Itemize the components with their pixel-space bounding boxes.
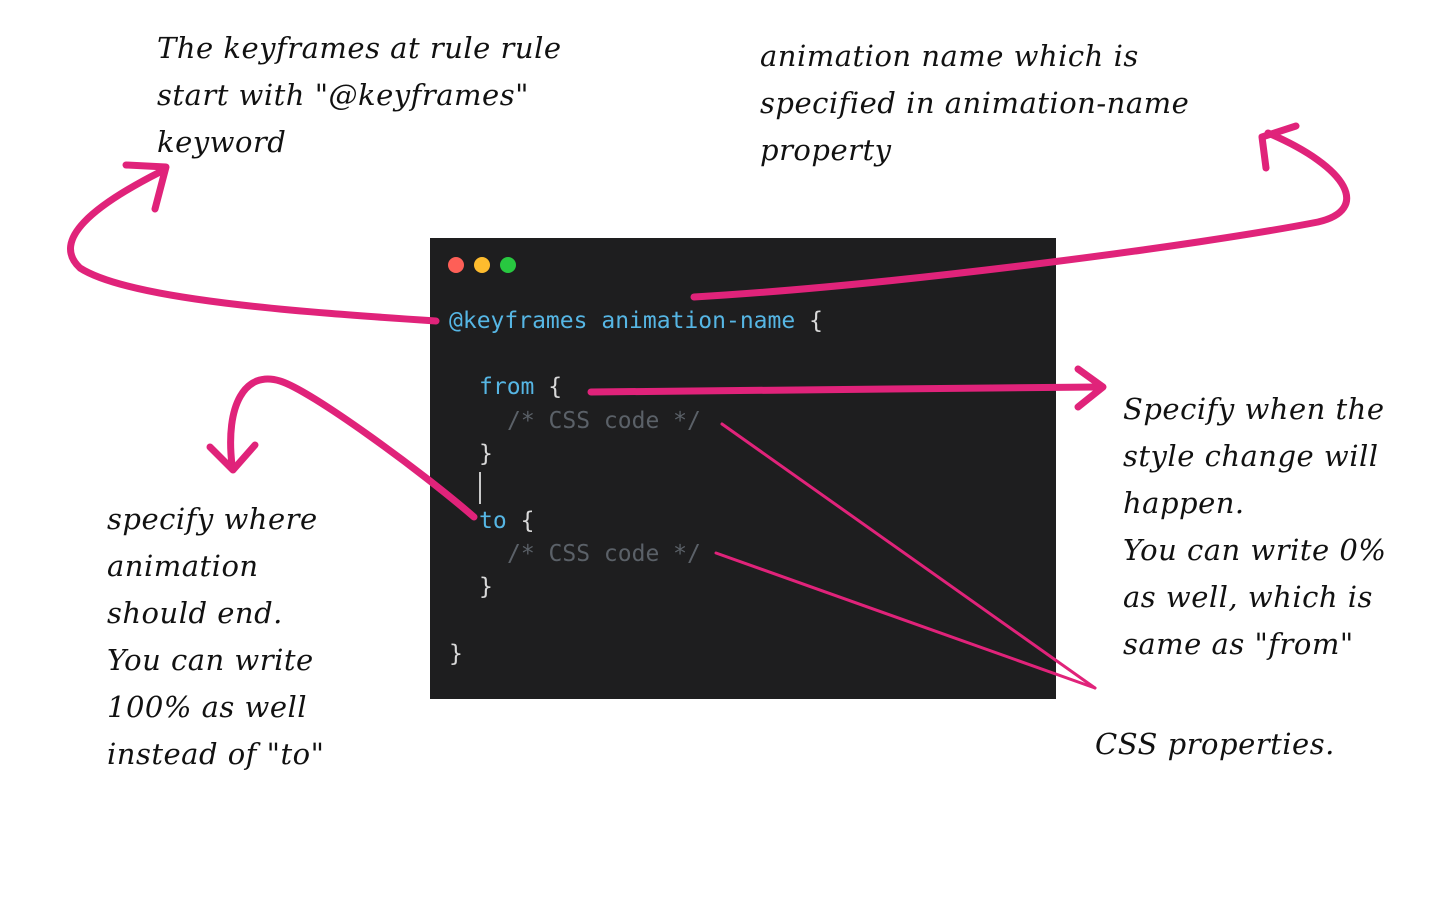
code-close-brace: }: [449, 641, 463, 667]
note-line: animation: [107, 549, 259, 583]
note-line: same as "from": [1123, 627, 1354, 661]
note-line: CSS properties.: [1095, 727, 1335, 761]
code-at-rule: @keyframes: [449, 308, 588, 334]
arrow-keyframes-to-note: [67, 168, 440, 325]
note-line: animation name which is: [760, 39, 1139, 73]
minimize-window-dot-icon: [474, 257, 490, 273]
note-line: as well, which is: [1123, 580, 1373, 614]
code-window: @keyframes animation-name { from { /* CS…: [430, 238, 1056, 699]
code-open-brace: {: [809, 308, 823, 334]
note-line: should end.: [107, 596, 283, 630]
code-close-brace: }: [479, 574, 493, 600]
arrowhead-icon: [206, 441, 259, 474]
note-animation-name: animation name which is specified in ani…: [760, 33, 1189, 174]
note-line: You can write: [107, 643, 314, 677]
note-line: specified in animation-name: [760, 86, 1190, 120]
note-line: start with "@keyframes": [157, 78, 529, 112]
note-line: specify where: [107, 502, 318, 536]
note-css-properties: CSS properties.: [1095, 721, 1335, 768]
code-comment: /* CSS code */: [507, 541, 701, 567]
code-line-to: to {: [479, 506, 534, 536]
arrowhead-icon: [1074, 365, 1107, 411]
code-close-brace: }: [479, 441, 493, 467]
note-line: happen.: [1123, 486, 1245, 520]
code-open-brace: {: [548, 374, 563, 400]
note-from: Specify when the style change will happe…: [1123, 386, 1386, 668]
code-comment: /* CSS code */: [507, 408, 701, 434]
arrowhead-icon: [1258, 122, 1300, 172]
note-line: 100% as well: [107, 690, 308, 724]
note-line: Specify when the: [1123, 392, 1385, 426]
code-from-keyword: from: [479, 374, 535, 400]
maximize-window-dot-icon: [500, 257, 516, 273]
note-line: property: [760, 133, 892, 167]
note-to: specify where animation should end. You …: [107, 496, 324, 778]
close-window-dot-icon: [448, 257, 464, 273]
note-line: The keyframes at rule rule: [157, 31, 562, 65]
code-to-keyword: to: [479, 508, 507, 534]
note-line: instead of "to": [107, 737, 325, 771]
code-animation-name: animation-name: [601, 308, 796, 334]
note-keyframes-rule: The keyframes at rule rule start with "@…: [157, 25, 562, 166]
text-cursor: [479, 472, 481, 504]
note-line: keyword: [157, 125, 287, 159]
note-line: You can write 0%: [1123, 533, 1387, 567]
arrowhead-icon: [122, 161, 170, 213]
code-open-brace: {: [520, 508, 535, 534]
code-line-keyframes: @keyframes animation-name {: [449, 306, 823, 336]
code-line-from: from {: [479, 372, 562, 402]
note-line: style change will: [1123, 439, 1379, 473]
